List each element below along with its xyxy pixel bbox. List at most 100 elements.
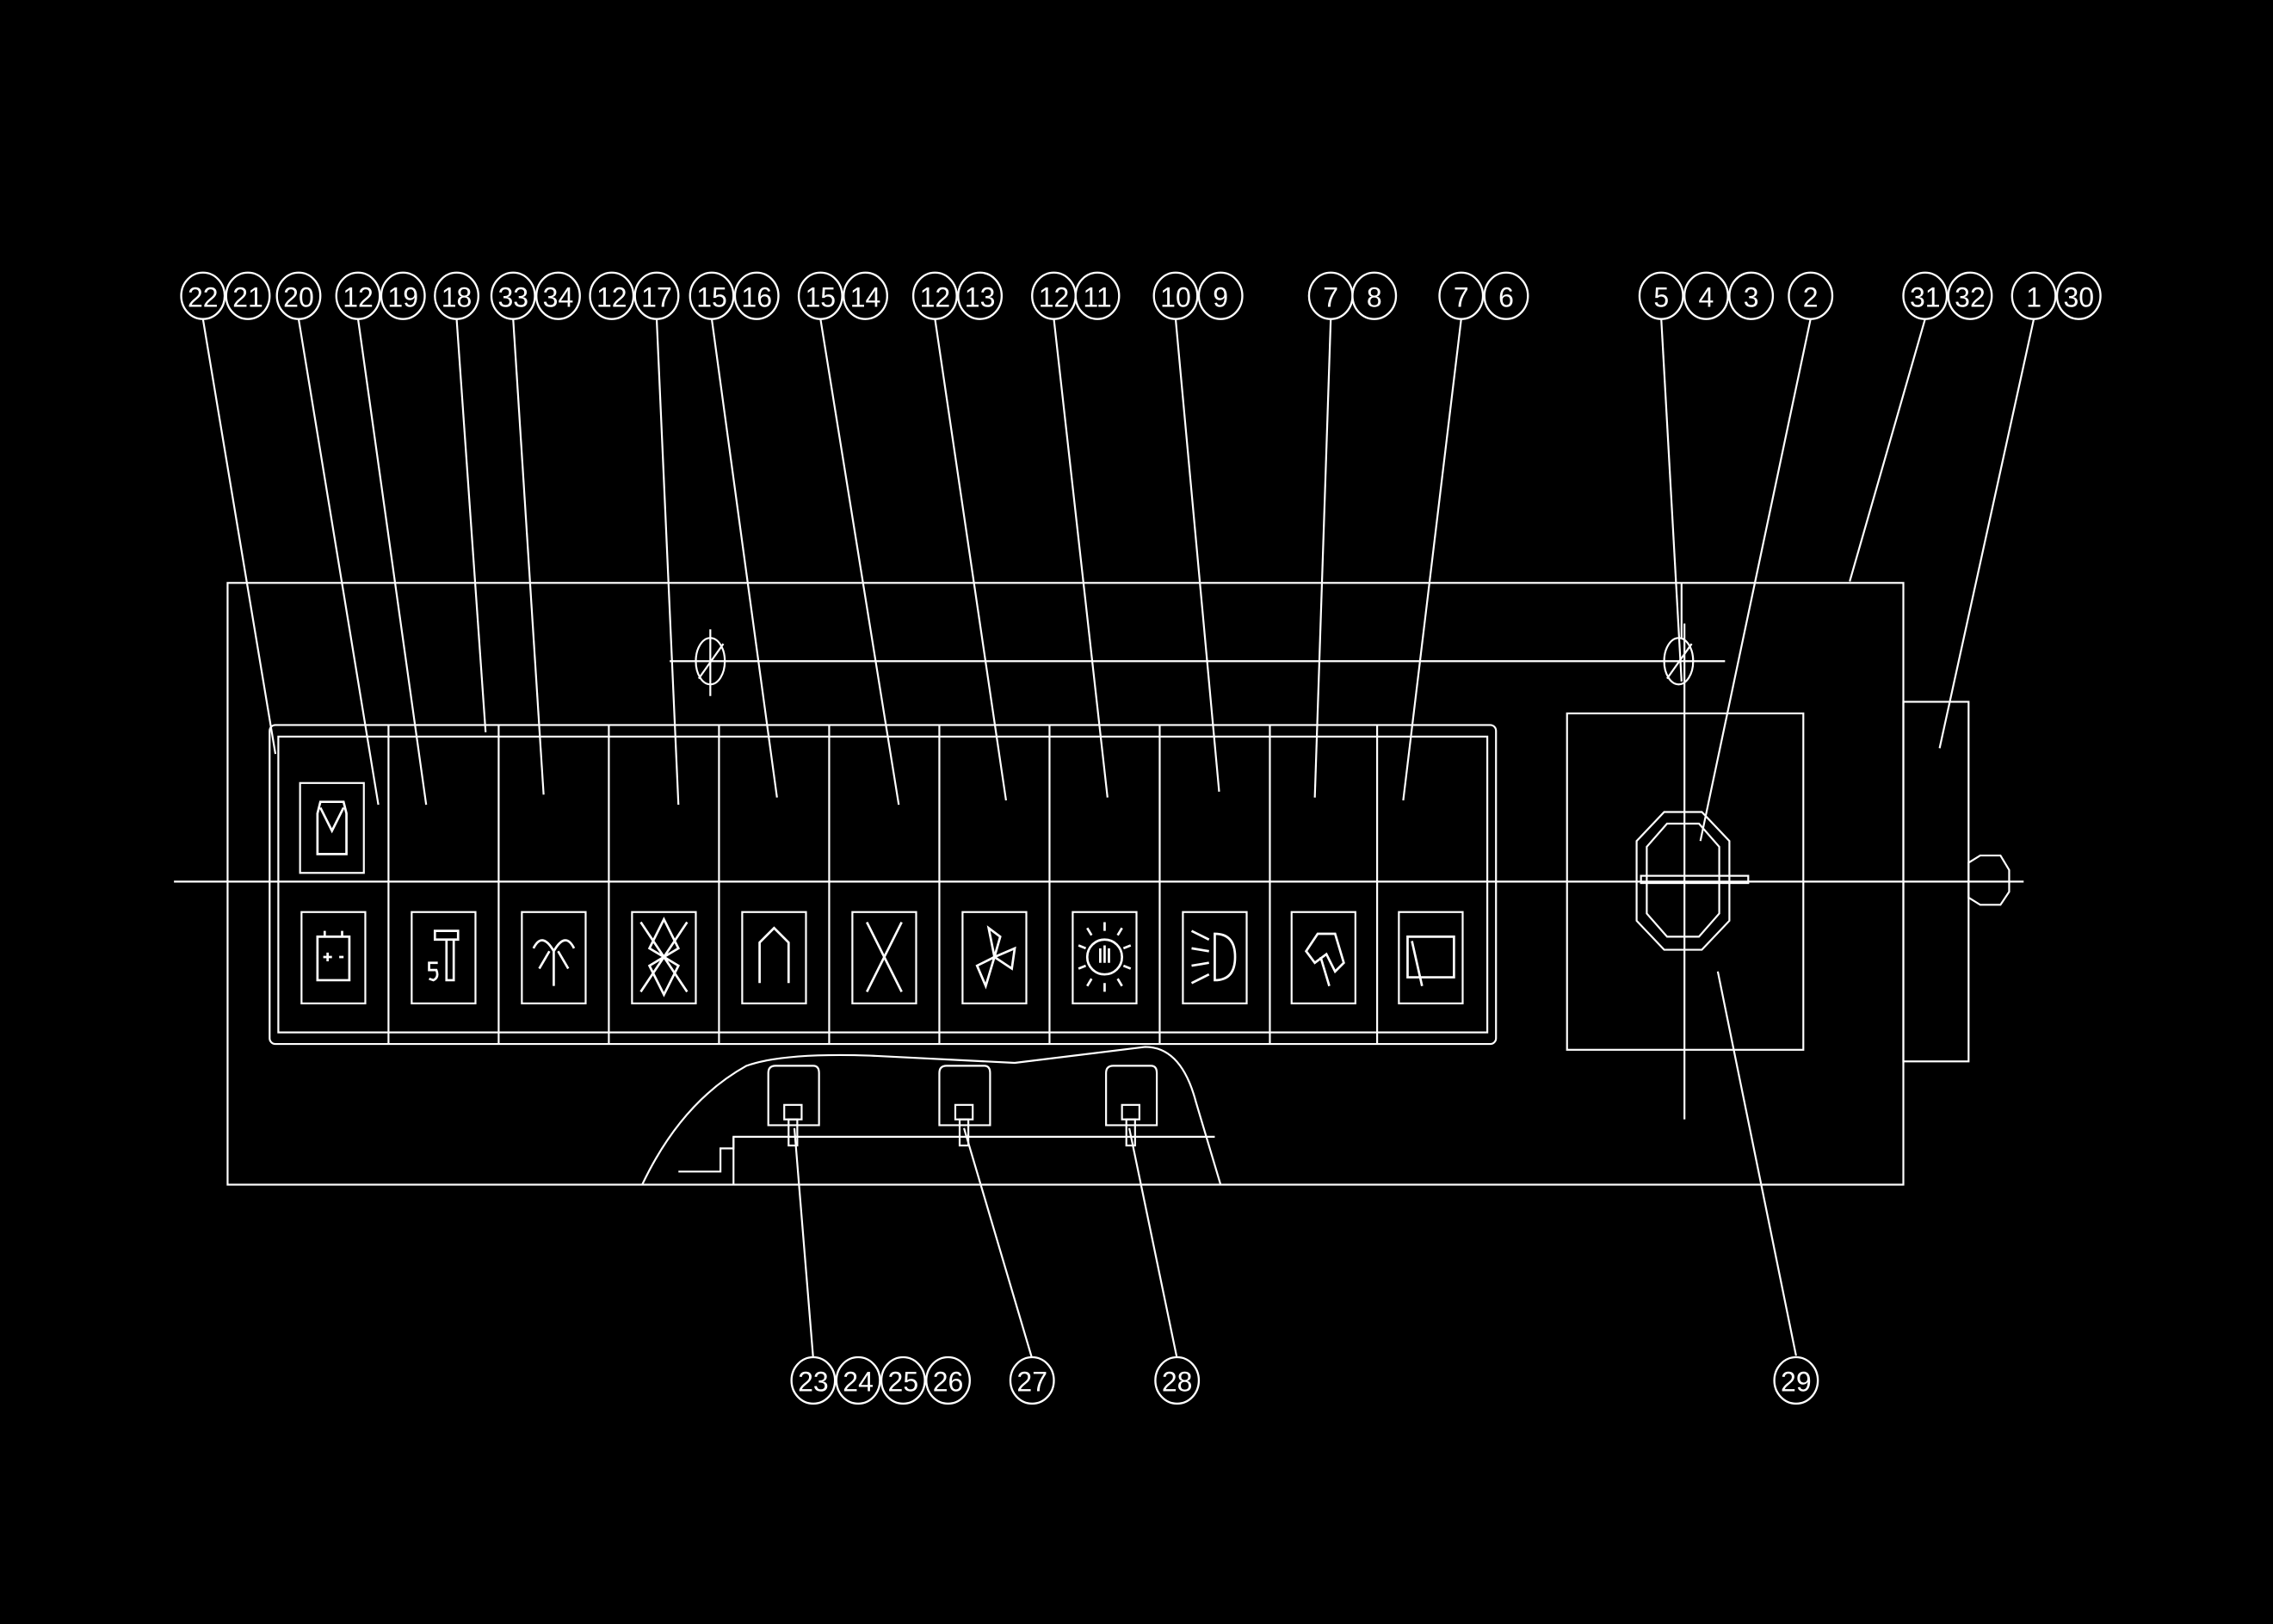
push-button[interactable] [767,1065,820,1147]
reference-number: 23 [790,1355,837,1405]
svg-text:23: 23 [798,1367,829,1398]
car-top-view-icon[interactable] [299,781,365,874]
svg-text:20: 20 [283,281,314,312]
reference-number: 33 [490,271,536,320]
reference-number: 7 [1438,271,1485,320]
svg-text:32: 32 [1955,281,1986,312]
svg-text:22: 22 [188,281,219,312]
leader-line [1174,318,1220,793]
headlight-icon[interactable] [1182,911,1248,1004]
svg-text:25: 25 [888,1367,919,1398]
svg-text:9: 9 [1213,281,1228,312]
reference-number: 6 [1483,271,1529,320]
switch-panel [269,724,1498,1046]
svg-text:6: 6 [1498,281,1514,312]
cross-icon[interactable] [851,911,917,1004]
svg-text:14: 14 [850,281,881,312]
leader-line [819,318,900,806]
arch-icon[interactable] [741,911,807,1004]
svg-text:31: 31 [1910,281,1941,312]
battery-icon[interactable] [300,911,367,1004]
svg-text:18: 18 [442,281,473,312]
svg-text:29: 29 [1781,1367,1812,1398]
reference-number: 27 [1009,1355,1055,1405]
reference-number: 12 [589,271,635,320]
reference-number: 30 [2055,271,2102,320]
leader-line [793,1127,814,1359]
leader-line [963,1127,1034,1359]
leader-line [1716,971,1797,1356]
reference-number: 16 [733,271,780,320]
push-button[interactable] [938,1065,991,1147]
interior-light-icon[interactable] [1072,911,1138,1004]
reference-number: 1 [2010,271,2057,320]
svg-text:12: 12 [343,281,374,312]
leader-line [934,318,1007,801]
reference-number: 7 [1307,271,1354,320]
hazard-fan-icon[interactable] [631,911,697,1004]
switch-knob-bar [1640,874,1750,885]
svg-text:8: 8 [1367,281,1382,312]
rotary-switch[interactable] [1566,623,1805,1120]
leader-line [1128,1127,1178,1359]
seat-5-icon[interactable] [411,911,477,1004]
svg-text:21: 21 [232,281,263,312]
reference-number: 15 [797,271,843,320]
svg-text:13: 13 [965,281,996,312]
reference-label-group: 28 [1154,1355,1201,1405]
reference-label-group: 18 [434,271,480,320]
reference-number: 12 [911,271,958,320]
screw-icon [695,629,726,696]
svg-text:2: 2 [1803,281,1819,312]
leader-line [297,318,380,806]
reference-label-group: 22 21 20 [180,271,322,320]
reference-number: 13 [957,271,1004,320]
svg-text:12: 12 [1039,281,1070,312]
leader-line [1938,318,2035,749]
reference-number: 11 [1074,271,1121,320]
svg-text:16: 16 [741,281,772,312]
svg-text:7: 7 [1454,281,1469,312]
svg-text:33: 33 [497,281,528,312]
leader-line [1053,318,1109,798]
bottom-button-housing [641,1046,1222,1185]
reference-number: 9 [1197,271,1244,320]
fountain-icon[interactable] [521,911,587,1004]
leader-line [1699,318,1812,842]
wiper-icon[interactable] [1290,911,1356,1004]
reference-number: 4 [1683,271,1729,320]
reference-label-group: 27 [1009,1355,1055,1405]
reference-label-group: 29 [1773,1355,1819,1405]
window-icon[interactable] [1398,911,1464,1004]
reference-number: 28 [1154,1355,1201,1405]
svg-text:19: 19 [387,281,418,312]
reference-number: 21 [225,271,271,320]
reference-number: 19 [380,271,426,320]
svg-text:11: 11 [1083,281,1111,312]
reference-number: 20 [275,271,322,320]
reference-number: 31 [1902,271,1949,320]
housing [174,582,2024,1186]
svg-text:10: 10 [1160,281,1191,312]
push-button[interactable] [1105,1065,1158,1147]
leader-line [455,318,487,732]
svg-text:15: 15 [696,281,727,312]
reference-number: 2 [1788,271,1834,320]
fan-icon[interactable] [961,911,1028,1004]
reference-number: 22 [180,271,226,320]
leader-line [201,318,277,755]
svg-text:24: 24 [843,1367,874,1398]
reference-label-group: 12 19 [335,271,426,320]
reference-number: 25 [880,1355,926,1405]
svg-text:27: 27 [1016,1367,1047,1398]
reference-number: 14 [843,271,888,320]
svg-text:4: 4 [1699,281,1714,312]
